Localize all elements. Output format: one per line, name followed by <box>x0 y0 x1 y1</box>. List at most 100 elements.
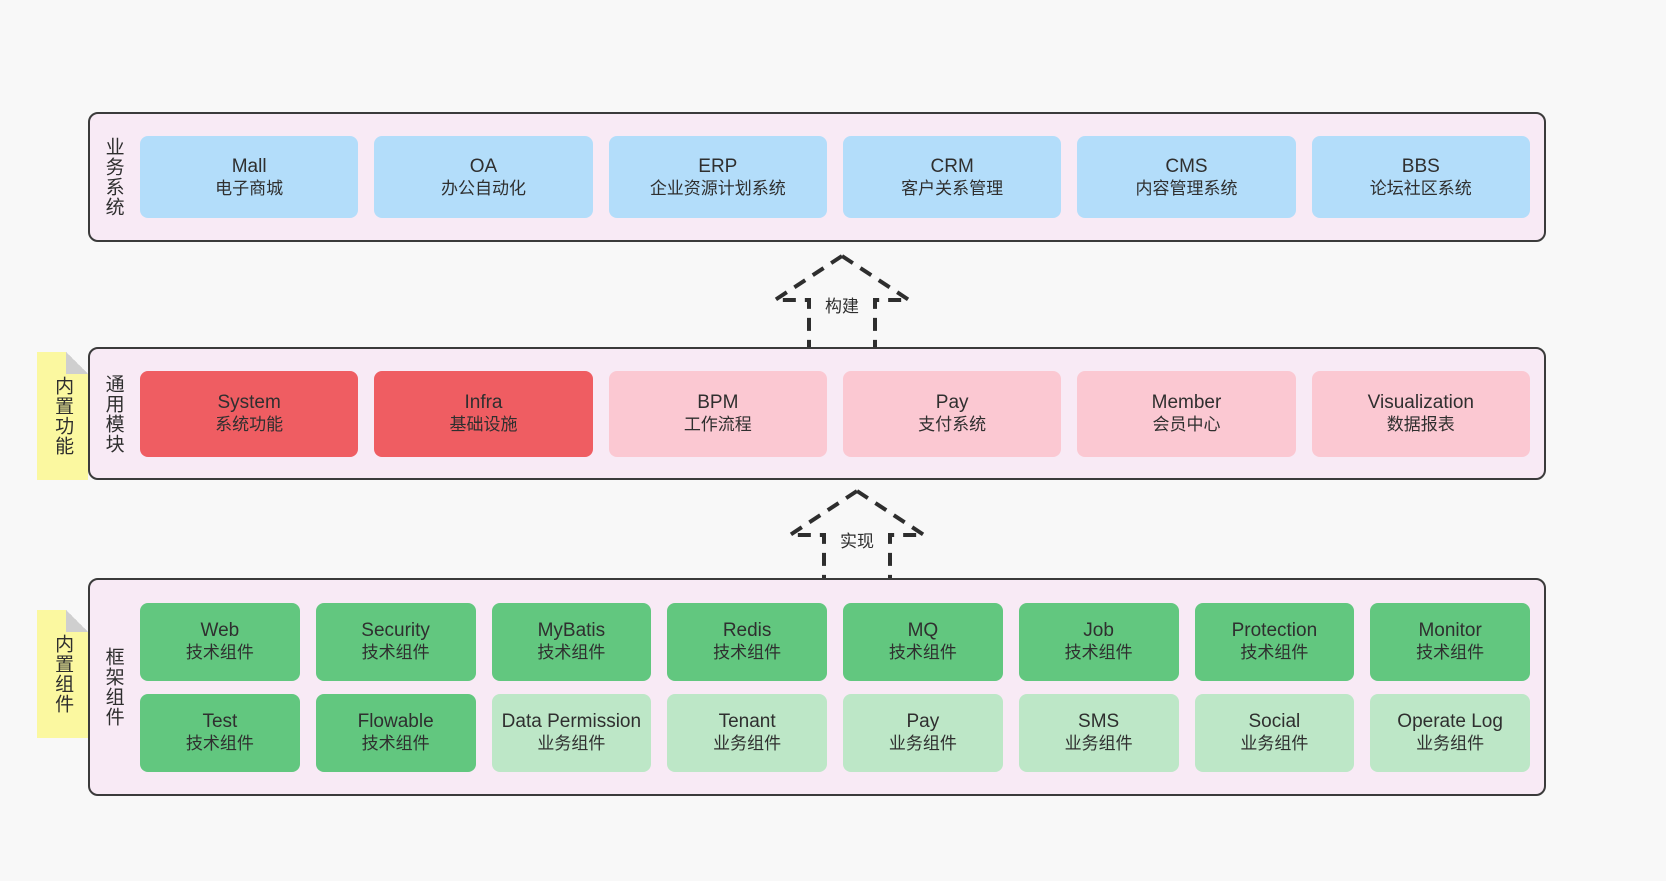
card-system[interactable]: System 系统功能 <box>140 370 359 457</box>
connector-realize-label: 实现 <box>837 527 877 552</box>
card-member-subtitle: 会员中心 <box>1152 415 1221 435</box>
card-security-subtitle: 技术组件 <box>361 643 430 663</box>
card-monitor-title: Monitor <box>1418 620 1482 642</box>
note-builtin-components: 内置组件 <box>37 610 88 738</box>
card-crm-subtitle: 客户关系管理 <box>901 178 1004 198</box>
card-pay-component[interactable]: Pay 业务组件 <box>843 693 1003 772</box>
card-mall-subtitle: 电子商城 <box>215 178 284 198</box>
card-pay-module[interactable]: Pay 支付系统 <box>842 370 1062 457</box>
framework-row-2: Test 技术组件 Flowable 技术组件 Data Permission … <box>140 693 1530 772</box>
card-redis-subtitle: 技术组件 <box>713 643 782 663</box>
card-data-permission-subtitle: 业务组件 <box>537 734 606 754</box>
card-mybatis[interactable]: MyBatis 技术组件 <box>491 602 652 681</box>
card-bpm[interactable]: BPM 工作流程 <box>608 370 827 457</box>
layer-framework-caption: 框架组件 <box>102 647 124 727</box>
card-flowable-subtitle: 技术组件 <box>361 734 430 754</box>
card-visualization-title: Visualization <box>1367 392 1474 414</box>
card-bbs[interactable]: BBS 论坛社区系统 <box>1311 136 1530 218</box>
layer-framework-components: 框架组件 Web 技术组件 Security 技术组件 MyBatis 技术组件… <box>88 578 1546 796</box>
card-web-title: Web <box>200 620 240 642</box>
note-builtin-features-label: 内置功能 <box>52 376 74 456</box>
card-job[interactable]: Job 技术组件 <box>1018 602 1179 681</box>
card-redis[interactable]: Redis 技术组件 <box>667 602 827 681</box>
card-mq-subtitle: 技术组件 <box>888 643 957 663</box>
layer-business-cards: Mall 电子商城 OA 办公自动化 ERP 企业资源计划系统 CRM 客户关系… <box>136 114 1544 240</box>
card-operate-log-title: Operate Log <box>1397 711 1503 733</box>
card-member-title: Member <box>1151 392 1222 414</box>
card-test[interactable]: Test 技术组件 <box>140 693 300 772</box>
card-test-subtitle: 技术组件 <box>185 734 254 754</box>
card-oa[interactable]: OA 办公自动化 <box>374 136 593 218</box>
card-data-permission-title: Data Permission <box>501 711 642 733</box>
card-cms-subtitle: 内容管理系统 <box>1135 178 1238 198</box>
card-protection-title: Protection <box>1231 620 1318 642</box>
card-mall-title: Mall <box>231 155 267 177</box>
card-flowable-title: Flowable <box>357 711 434 733</box>
card-test-title: Test <box>202 711 238 733</box>
card-bbs-title: BBS <box>1401 155 1440 177</box>
card-pay-component-subtitle: 业务组件 <box>888 734 957 754</box>
card-infra[interactable]: Infra 基础设施 <box>374 370 593 457</box>
card-bbs-subtitle: 论坛社区系统 <box>1369 178 1472 198</box>
card-sms[interactable]: SMS 业务组件 <box>1018 693 1179 772</box>
card-oa-subtitle: 办公自动化 <box>440 178 526 198</box>
card-erp-subtitle: 企业资源计划系统 <box>649 178 786 198</box>
card-social[interactable]: Social 业务组件 <box>1194 693 1355 772</box>
note-builtin-features: 内置功能 <box>37 352 88 480</box>
card-infra-subtitle: 基础设施 <box>449 415 518 435</box>
card-protection-subtitle: 技术组件 <box>1240 643 1309 663</box>
card-monitor-subtitle: 技术组件 <box>1416 643 1485 663</box>
card-monitor[interactable]: Monitor 技术组件 <box>1370 602 1530 681</box>
card-tenant[interactable]: Tenant 业务组件 <box>667 693 827 772</box>
note-builtin-components-label: 内置组件 <box>52 634 74 714</box>
card-visualization[interactable]: Visualization 数据报表 <box>1311 370 1530 457</box>
card-member[interactable]: Member 会员中心 <box>1077 370 1296 457</box>
card-crm[interactable]: CRM 客户关系管理 <box>842 136 1062 218</box>
card-sms-subtitle: 业务组件 <box>1064 734 1133 754</box>
card-infra-title: Infra <box>464 392 503 414</box>
connector-build-label: 构建 <box>822 292 862 317</box>
card-bpm-subtitle: 工作流程 <box>683 415 752 435</box>
card-mybatis-subtitle: 技术组件 <box>537 643 606 663</box>
card-system-subtitle: 系统功能 <box>215 415 284 435</box>
card-mq-title: MQ <box>907 620 939 642</box>
layer-modules-cards: System 系统功能 Infra 基础设施 BPM 工作流程 Pay 支付系统… <box>136 349 1544 478</box>
card-security-title: Security <box>361 620 430 642</box>
layer-common-modules: 通用模块 System 系统功能 Infra 基础设施 BPM 工作流程 Pay… <box>88 347 1546 480</box>
card-pay-module-title: Pay <box>935 392 969 414</box>
card-cms-title: CMS <box>1165 155 1208 177</box>
card-mall[interactable]: Mall 电子商城 <box>140 136 359 218</box>
card-social-title: Social <box>1248 711 1301 733</box>
framework-row-1: Web 技术组件 Security 技术组件 MyBatis 技术组件 Redi… <box>140 602 1530 681</box>
card-data-permission[interactable]: Data Permission 业务组件 <box>491 693 652 772</box>
card-job-title: Job <box>1083 620 1114 642</box>
card-web[interactable]: Web 技术组件 <box>140 602 300 681</box>
card-redis-title: Redis <box>722 620 772 642</box>
connector-realize-arrow: 实现 <box>772 487 942 582</box>
card-oa-title: OA <box>469 155 498 177</box>
card-flowable[interactable]: Flowable 技术组件 <box>315 693 476 772</box>
card-visualization-subtitle: 数据报表 <box>1386 415 1455 435</box>
card-system-title: System <box>217 392 281 414</box>
card-job-subtitle: 技术组件 <box>1064 643 1133 663</box>
card-mq[interactable]: MQ 技术组件 <box>843 602 1003 681</box>
layer-modules-caption: 通用模块 <box>102 373 124 454</box>
card-protection[interactable]: Protection 技术组件 <box>1194 602 1355 681</box>
card-security[interactable]: Security 技术组件 <box>315 602 476 681</box>
layer-business-systems: 业务系统 Mall 电子商城 OA 办公自动化 ERP 企业资源计划系统 CRM… <box>88 112 1546 242</box>
card-pay-module-subtitle: 支付系统 <box>918 415 987 435</box>
card-operate-log[interactable]: Operate Log 业务组件 <box>1370 693 1530 772</box>
card-sms-title: SMS <box>1078 711 1120 733</box>
layer-business-caption: 业务系统 <box>102 137 124 217</box>
card-erp[interactable]: ERP 企业资源计划系统 <box>608 136 827 218</box>
card-mybatis-title: MyBatis <box>537 620 606 642</box>
connector-build-arrow: 构建 <box>757 252 927 347</box>
card-erp-title: ERP <box>698 155 738 177</box>
card-web-subtitle: 技术组件 <box>185 643 254 663</box>
layer-framework-cards: Web 技术组件 Security 技术组件 MyBatis 技术组件 Redi… <box>136 580 1544 794</box>
card-pay-component-title: Pay <box>906 711 940 733</box>
card-crm-title: CRM <box>930 155 974 177</box>
card-tenant-subtitle: 业务组件 <box>713 734 782 754</box>
card-cms[interactable]: CMS 内容管理系统 <box>1077 136 1296 218</box>
